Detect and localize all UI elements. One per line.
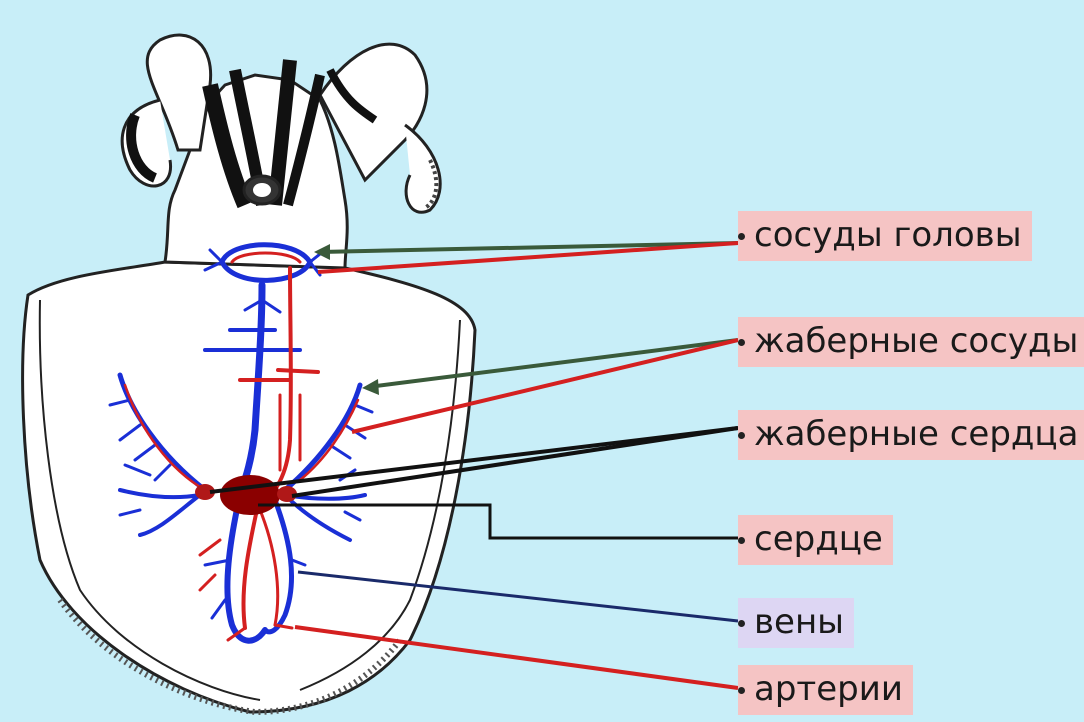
label-heart: сердце — [738, 515, 893, 565]
squid-outline — [23, 75, 475, 712]
arms — [122, 35, 440, 212]
central-heart — [220, 475, 280, 515]
label-gill-hearts: жаберные сердца — [738, 410, 1084, 460]
label-veins: вены — [738, 598, 854, 648]
label-gill-vessels: жаберные сосуды — [738, 317, 1084, 367]
label-arteries: артерии — [738, 665, 913, 715]
label-head-vessels: сосуды головы — [738, 211, 1032, 261]
